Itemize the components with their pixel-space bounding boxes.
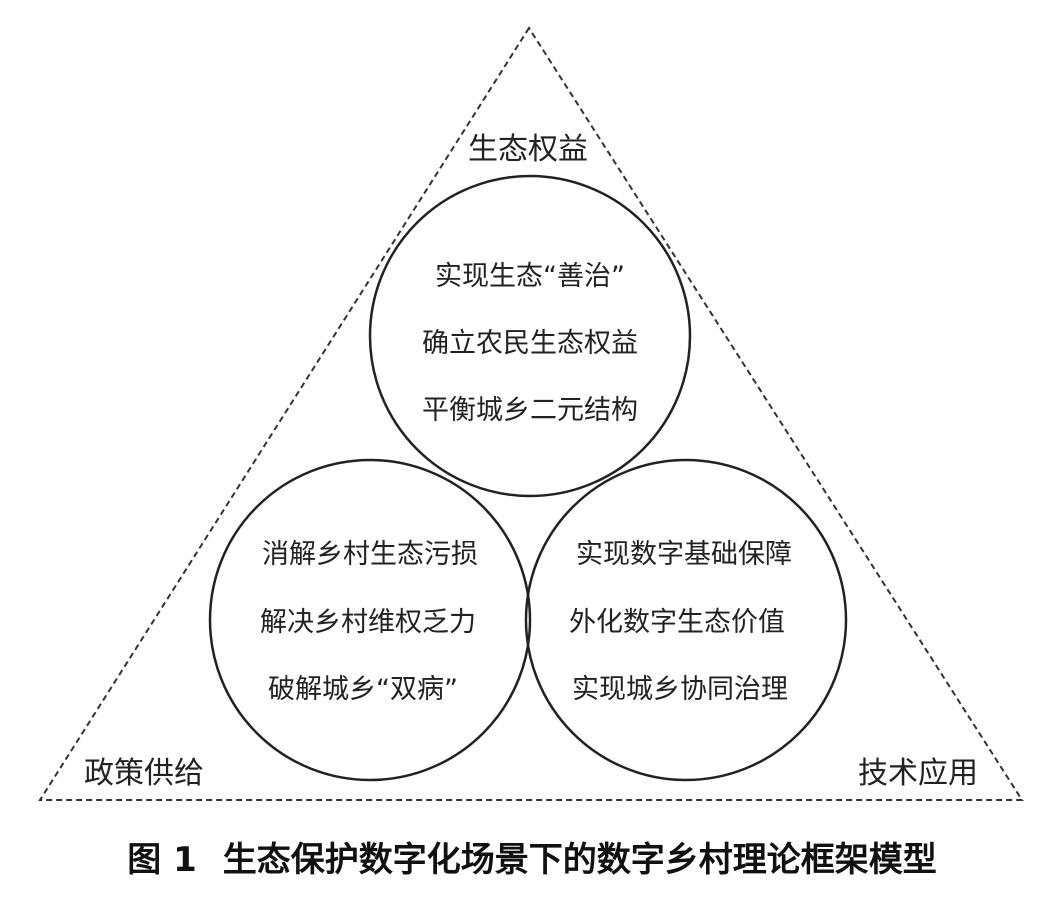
circle-right-line-2: 外化数字生态价值: [569, 607, 785, 638]
circle-left-line-3: 破解城乡“双病”: [268, 674, 458, 705]
circle-top-line-3: 平衡城乡二元结构: [422, 395, 638, 426]
dashed-triangle: [38, 26, 1024, 801]
circle-right-line-3: 实现城乡协同治理: [572, 674, 788, 705]
circle-left: [208, 458, 532, 782]
circle-left-line-2: 解决乡村维权乏力: [260, 607, 476, 638]
corner-label-top: 生态权益: [468, 132, 588, 167]
figure-caption: 图 1 生态保护数字化场景下的数字乡村理论框架模型: [0, 832, 1064, 881]
figure-title: 生态保护数字化场景下的数字乡村理论框架模型: [222, 840, 937, 880]
circle-top-line-2: 确立农民生态权益: [422, 328, 638, 359]
circle-top: [368, 174, 692, 498]
corner-label-bottom-left: 政策供给: [84, 756, 204, 791]
circle-left-line-1: 消解乡村生态污损: [262, 539, 478, 570]
corner-label-bottom-right: 技术应用: [858, 756, 978, 791]
figure-number: 图 1: [127, 840, 197, 880]
circle-right-line-1: 实现数字基础保障: [576, 539, 792, 570]
circle-top-line-1: 实现生态“善治”: [435, 261, 625, 292]
circle-right: [524, 458, 848, 782]
